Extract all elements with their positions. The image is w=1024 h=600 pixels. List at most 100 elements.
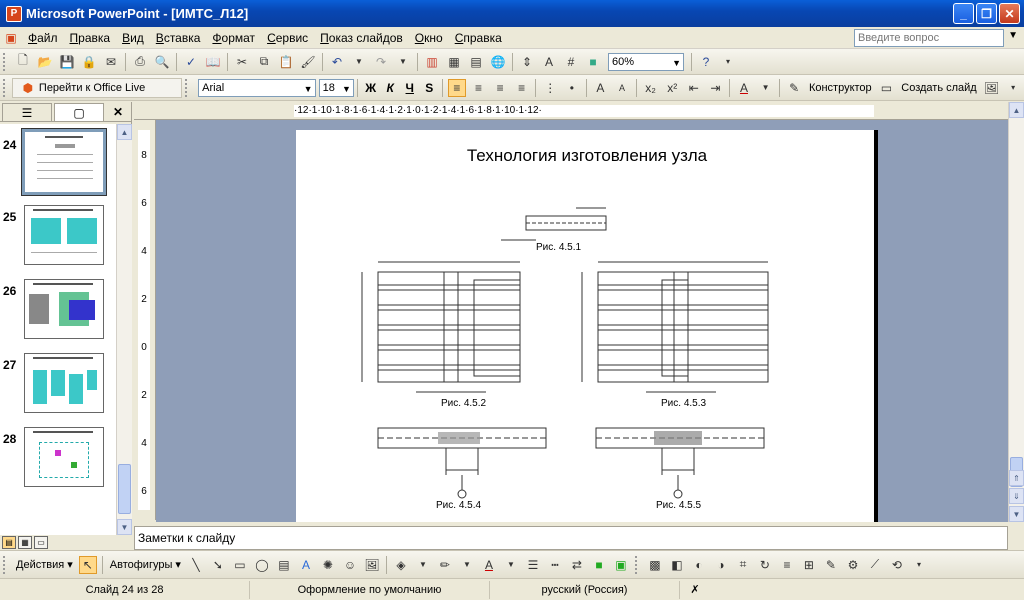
menu-slideshow[interactable]: Показ слайдов (320, 30, 403, 45)
bullets-icon[interactable]: • (569, 80, 574, 95)
current-slide[interactable]: Технология изготовления узла (296, 130, 878, 522)
toolbar-options-icon[interactable]: ▾ (725, 57, 730, 66)
help-dropdown-icon[interactable]: ▼ (1008, 30, 1018, 41)
scroll-thumb[interactable] (118, 464, 131, 514)
line-color-dropdown-icon[interactable]: ▼ (462, 560, 471, 569)
menu-window[interactable]: Окно (414, 30, 443, 45)
zoom-select[interactable]: 60%▼ (608, 52, 684, 71)
toolbar-grip[interactable] (185, 78, 191, 97)
line-color-icon[interactable]: ✏ (439, 557, 450, 572)
redo-dropdown-icon[interactable]: ▼ (399, 57, 407, 66)
thumbnail-scrollbar[interactable]: ▲ ▼ (116, 124, 132, 535)
font-dropdown-icon[interactable]: ▼ (303, 83, 313, 94)
transparent-color-icon[interactable]: ⟋ (870, 557, 880, 571)
subscript-icon[interactable]: x₂ (645, 80, 656, 95)
oval-icon[interactable]: ◯ (255, 557, 269, 572)
fill-color-dropdown-icon[interactable]: ▼ (418, 560, 427, 569)
numbering-icon[interactable]: ⋮ (544, 80, 557, 95)
redo-icon[interactable]: ↷ (375, 54, 387, 69)
autoshapes-menu[interactable]: Автофигуры ▾ (109, 559, 181, 571)
menu-format[interactable]: Формат (212, 30, 256, 45)
new-icon[interactable]: 🗋 (18, 53, 28, 67)
menu-file[interactable]: Файл (28, 30, 58, 45)
slide-title[interactable]: Технология изготовления узла (466, 146, 708, 165)
3d-style-icon[interactable]: ▣ (615, 557, 627, 572)
cut-icon[interactable]: ✂ (236, 54, 248, 69)
scroll-up-icon[interactable]: ▲ (117, 124, 132, 140)
arrow-icon[interactable]: ➘ (212, 557, 223, 572)
toolbar-options-icon[interactable]: ▾ (1011, 83, 1016, 92)
technical-drawing[interactable] (296, 130, 878, 522)
wordart-icon[interactable]: A (301, 557, 310, 572)
slide-thumbnail-25[interactable] (24, 205, 104, 265)
office-live-button[interactable]: ⬢ Перейти к Office Live (11, 77, 183, 98)
align-left-icon[interactable]: ≡ (448, 78, 466, 97)
menu-tools[interactable]: Сервис (267, 30, 309, 45)
clipart-icon[interactable]: ☺ (343, 557, 357, 572)
rotate-icon[interactable]: ↻ (759, 557, 770, 572)
italic-button[interactable]: К (386, 80, 394, 95)
tab-outline[interactable]: ☰ (2, 103, 52, 121)
help-icon[interactable]: ? (702, 54, 710, 69)
dash-style-icon[interactable]: ┅ (551, 557, 559, 572)
slide-thumbnail-28[interactable] (24, 427, 104, 487)
menu-edit[interactable]: Правка (69, 30, 111, 45)
next-slide-icon[interactable]: ⇓ (1009, 488, 1024, 504)
shadow-style-icon[interactable]: ■ (595, 557, 603, 572)
main-scrollbar[interactable]: ▲ ⇑ ⇓ ▼ (1008, 102, 1024, 522)
justify-icon[interactable]: ≡ (518, 80, 526, 95)
spelling-status-icon[interactable]: ✗ (690, 583, 700, 596)
clip-art-icon[interactable]: 🖼 (983, 80, 1000, 95)
font-color-icon[interactable]: A (739, 80, 748, 95)
tab-slides[interactable]: ▢ (54, 103, 104, 121)
slide-editing-area[interactable]: Технология изготовления узла (156, 120, 1008, 522)
reset-picture-icon[interactable]: ⟲ (891, 557, 902, 572)
textbox-icon[interactable]: ▤ (278, 557, 290, 572)
decrease-indent-icon[interactable]: ⇤ (688, 80, 699, 95)
scroll-up-icon[interactable]: ▲ (1009, 102, 1024, 118)
size-dropdown-icon[interactable]: ▼ (341, 83, 351, 94)
decrease-font-icon[interactable]: A (619, 82, 626, 93)
expand-all-icon[interactable]: ⇕ (521, 54, 533, 69)
insert-table-icon[interactable]: ▦ (448, 54, 460, 69)
copy-icon[interactable]: ⧉ (259, 54, 269, 68)
document-icon[interactable]: ▣ (5, 30, 17, 45)
tables-borders-icon[interactable]: ▤ (470, 54, 482, 69)
email-icon[interactable]: ✉ (105, 54, 117, 69)
undo-dropdown-icon[interactable]: ▼ (355, 57, 363, 66)
show-grid-icon[interactable]: # (567, 54, 575, 69)
open-icon[interactable]: 📂 (37, 54, 53, 69)
undo-icon[interactable]: ↶ (331, 54, 343, 69)
close-pane-button[interactable]: ✕ (112, 104, 123, 119)
rectangle-icon[interactable]: ▭ (234, 557, 246, 572)
brightness-icon[interactable]: ◑ (717, 557, 725, 572)
language[interactable]: русский (Россия) (490, 580, 680, 599)
slideshow-view-icon[interactable]: ▭ (34, 535, 48, 549)
shadow-button[interactable]: S (425, 80, 434, 95)
line-icon[interactable]: ╲ (192, 557, 200, 572)
insert-hyperlink-icon[interactable]: 🌐 (490, 54, 506, 69)
menu-help[interactable]: Справка (454, 30, 502, 45)
picture-icon[interactable]: ▩ (649, 557, 661, 572)
menu-view[interactable]: Вид (122, 30, 144, 45)
line-weight-icon[interactable]: ≡ (783, 557, 791, 572)
contrast-icon[interactable]: ◐ (695, 557, 703, 572)
slide-sorter-view-icon[interactable]: ▦ (18, 535, 32, 549)
fill-color-icon[interactable]: ◈ (396, 557, 406, 572)
new-slide-icon[interactable]: ▭ (880, 80, 893, 95)
maximize-button[interactable]: ❐ (976, 3, 997, 24)
toolbar-grip[interactable] (634, 555, 641, 574)
designer-button[interactable]: Конструктор (808, 81, 872, 94)
align-right-icon[interactable]: ≡ (496, 80, 504, 95)
image-control-icon[interactable]: ◧ (671, 557, 683, 572)
compress-icon[interactable]: ⊞ (803, 557, 814, 572)
designer-icon[interactable]: ✎ (789, 80, 800, 95)
font-color-dropdown-icon[interactable]: ▼ (761, 83, 770, 92)
research-icon[interactable]: 📖 (205, 54, 221, 69)
scroll-down-icon[interactable]: ▼ (1009, 506, 1024, 522)
toolbar-grip[interactable] (3, 52, 9, 71)
line-style-icon[interactable]: ☰ (527, 557, 539, 572)
color-grayscale-icon[interactable]: ■ (589, 54, 597, 69)
font-size-select[interactable]: 18▼ (318, 78, 354, 97)
menu-insert[interactable]: Вставка (155, 30, 201, 45)
